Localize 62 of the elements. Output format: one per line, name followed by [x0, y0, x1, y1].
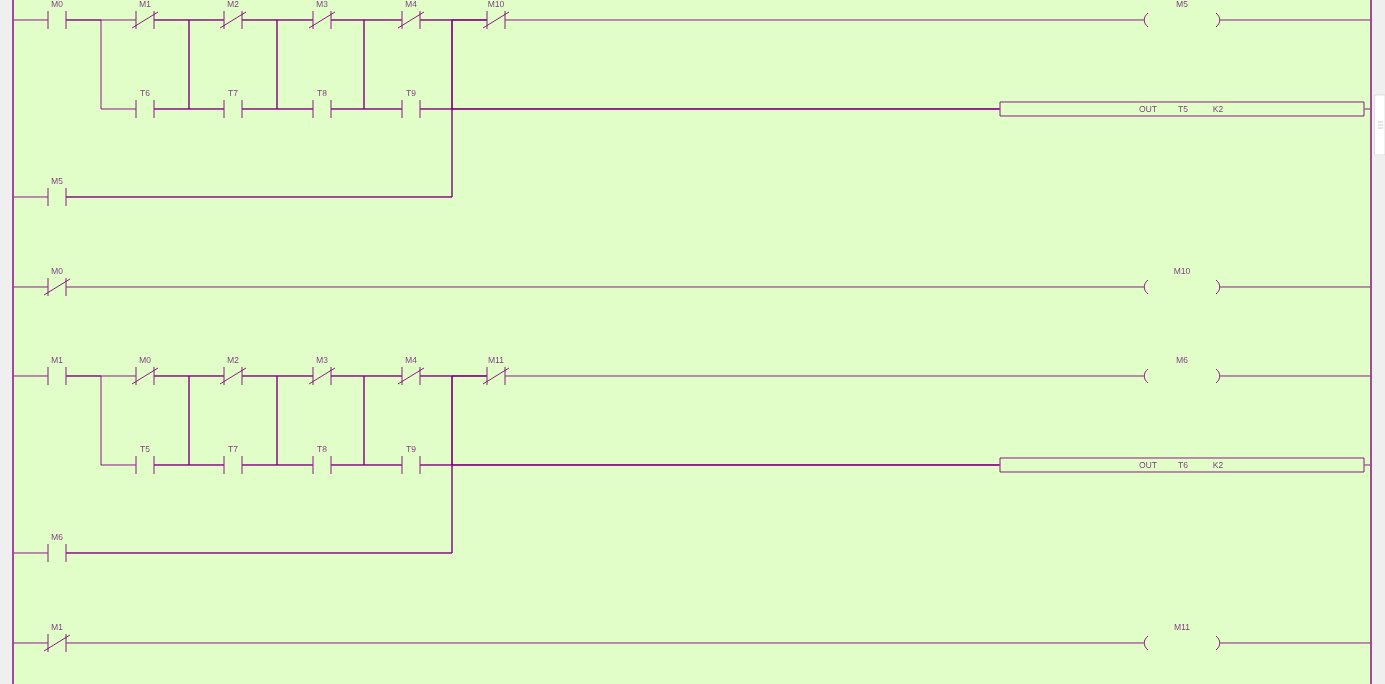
- contact-label: M3: [316, 1, 328, 7]
- contact-label: M1: [51, 357, 63, 363]
- contact-label: M0: [51, 1, 63, 7]
- contact-label: M10: [488, 1, 504, 7]
- contact-label: T8: [317, 90, 327, 96]
- coil-label: M5: [1176, 1, 1188, 7]
- wire: [153, 108, 225, 110]
- wire: [65, 286, 1145, 288]
- wire: [13, 286, 49, 288]
- wire: [65, 19, 137, 110]
- contact-label: T5: [140, 446, 150, 452]
- wire: [1219, 286, 1371, 288]
- wire: [13, 196, 49, 198]
- instruction-box: OUT T5 K2: [999, 101, 1365, 117]
- contact-label: T6: [140, 90, 150, 96]
- contact-label: M4: [405, 357, 417, 363]
- contact-label: T9: [406, 446, 416, 452]
- wire: [1219, 19, 1371, 21]
- contact-label: M4: [405, 1, 417, 7]
- wire: [330, 108, 403, 110]
- contact-label: M5: [51, 178, 63, 184]
- contact-label: M2: [227, 1, 239, 7]
- wire: [13, 642, 49, 644]
- wire: [1219, 642, 1371, 644]
- instruction-box: OUT T6 K2: [999, 457, 1365, 473]
- wire: [1364, 108, 1371, 110]
- wire: [65, 464, 1000, 554]
- wire: [330, 464, 403, 466]
- contact-label: M0: [51, 268, 63, 274]
- coil-label: M10: [1174, 268, 1190, 274]
- wire: [13, 375, 49, 377]
- wire: [330, 19, 403, 110]
- wire: [153, 375, 225, 466]
- wire: [13, 19, 49, 21]
- contact-label: M3: [316, 357, 328, 363]
- contact-label: M0: [139, 357, 151, 363]
- wire: [1364, 464, 1371, 466]
- contact-label: T9: [406, 90, 416, 96]
- wire: [241, 464, 314, 466]
- contact-label: M1: [139, 1, 151, 7]
- contact-label: M6: [51, 534, 63, 540]
- contact-label: M1: [51, 624, 63, 630]
- wire: [65, 108, 1000, 198]
- wire: [504, 19, 1145, 21]
- coil-label: M11: [1174, 624, 1190, 630]
- wire: [241, 108, 314, 110]
- wire: [330, 375, 403, 466]
- contact-label: T7: [228, 90, 238, 96]
- contact-label: T7: [228, 446, 238, 452]
- wire: [65, 375, 137, 466]
- wire: [241, 375, 314, 466]
- contact-label: M11: [488, 357, 504, 363]
- contact-label: T8: [317, 446, 327, 452]
- wire: [153, 19, 225, 110]
- wire: [241, 19, 314, 110]
- wire: [1219, 375, 1371, 377]
- contact-label: M2: [227, 357, 239, 363]
- wire: [153, 464, 225, 466]
- coil-label: M6: [1176, 357, 1188, 363]
- wire: [504, 375, 1145, 377]
- wire: [65, 642, 1145, 644]
- wire: [13, 552, 49, 554]
